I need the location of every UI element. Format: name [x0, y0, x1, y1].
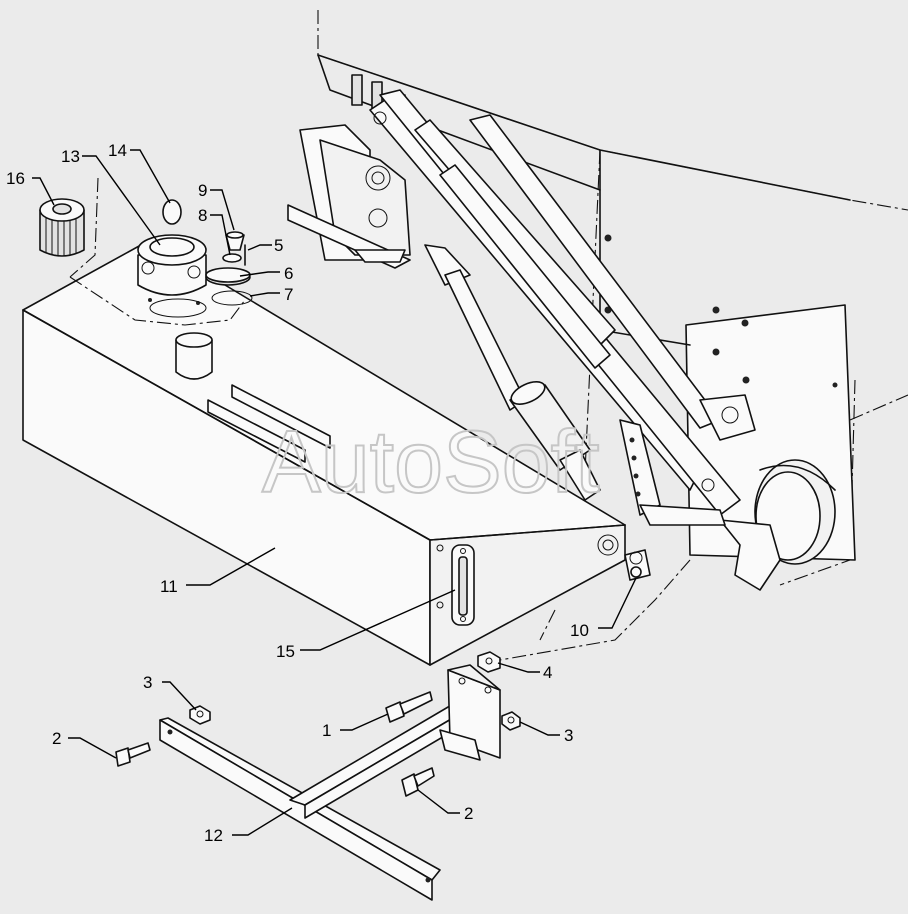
- callout-6: 6: [284, 264, 293, 283]
- callout-7: 7: [284, 285, 293, 304]
- sight-gauge: [451, 544, 475, 626]
- callout-4: 4: [543, 663, 552, 682]
- lift-linkage: [369, 89, 756, 516]
- callout-2b: 2: [464, 804, 473, 823]
- mounting-bracket: [159, 664, 501, 901]
- callout-3b: 3: [564, 726, 573, 745]
- callout-10: 10: [570, 621, 589, 640]
- breather-filter-head: [137, 234, 207, 318]
- callouts: 16 13 14 9 8 5 6 7 11 15 10 4 3 3 2 1 2 …: [6, 141, 589, 845]
- filter-element: [39, 198, 85, 257]
- leader-lines: [32, 149, 637, 836]
- callout-13: 13: [61, 147, 80, 166]
- callout-14: 14: [108, 141, 127, 160]
- filter-outline: [69, 177, 99, 278]
- callout-8: 8: [198, 206, 207, 225]
- upper-mount-bracket: [287, 124, 411, 269]
- callout-12: 12: [204, 826, 223, 845]
- callout-16: 16: [6, 169, 25, 188]
- callout-2a: 2: [52, 729, 61, 748]
- wheel: [639, 459, 836, 591]
- hydraulic-cylinder: [424, 244, 601, 501]
- drain-fitting: [624, 549, 651, 581]
- tank-strap-pad-lower: [207, 399, 306, 463]
- callout-9: 9: [198, 181, 207, 200]
- callout-15: 15: [276, 642, 295, 661]
- filler-neck: [175, 332, 213, 380]
- callout-3a: 3: [143, 673, 152, 692]
- callout-5: 5: [274, 236, 283, 255]
- assembly-outline: [69, 276, 246, 326]
- callout-1: 1: [322, 721, 331, 740]
- callout-11: 11: [160, 577, 178, 596]
- o-ring-part: [162, 199, 182, 225]
- watermark: AutoSoft: [262, 412, 600, 511]
- tank-strap-pad-upper: [231, 384, 331, 449]
- cap-assembly: [205, 231, 253, 306]
